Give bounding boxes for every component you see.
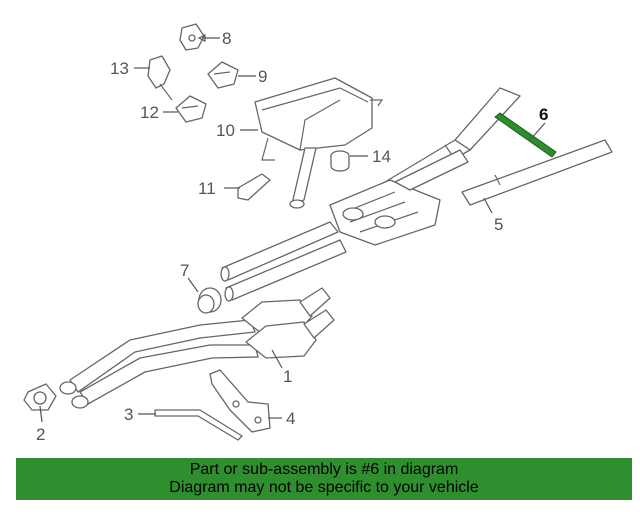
center-pipe-assembly: [220, 149, 469, 302]
heat-shield-part-11: [237, 173, 271, 201]
diagram-notice-banner: Part or sub-assembly is #6 in diagram Di…: [16, 458, 632, 500]
banner-line-1: Part or sub-assembly is #6 in diagram: [189, 461, 459, 478]
callout-12: 12: [140, 103, 159, 122]
clamp-part-14: [330, 150, 350, 172]
callout-13: 13: [110, 59, 129, 78]
bracket-part-6[interactable]: [494, 112, 557, 158]
hanger-part-13: [147, 55, 173, 101]
callout-10: 10: [216, 121, 235, 140]
callout-3: 3: [124, 405, 133, 424]
flange-ends: [59, 381, 89, 409]
callout-2: 2: [36, 425, 45, 444]
leader-lines: [39, 34, 546, 423]
bracket-part-3: [154, 409, 243, 441]
callout-4: 4: [286, 409, 295, 428]
callout-7: 7: [180, 261, 189, 280]
rubber-mount-part-12: [175, 95, 207, 123]
rubber-mount-part-9: [207, 61, 239, 89]
rear-pipe-upper: [384, 87, 521, 191]
callout-5: 5: [494, 215, 503, 234]
rear-pipe-lower: [444, 139, 613, 206]
rear-muffler: [254, 77, 384, 209]
clamp-part-7: [197, 287, 222, 314]
callout-8: 8: [222, 29, 231, 48]
callout-1: 1: [283, 367, 292, 386]
callout-6: 6: [539, 105, 548, 124]
callout-11: 11: [198, 179, 216, 198]
front-pipe-catalytic-converter: [69, 287, 335, 405]
callout-9: 9: [258, 67, 267, 86]
banner-line-2: Diagram may not be specific to your vehi…: [169, 479, 479, 496]
hanger-part-8: [179, 23, 205, 51]
callout-14: 14: [372, 147, 391, 166]
exhaust-system-diagram: 8 9 13 12 10 11 14 6 5 7 1 2 3 4: [23, 23, 613, 444]
bracket-part-4: [209, 369, 271, 433]
gasket-part-2: [23, 383, 57, 411]
